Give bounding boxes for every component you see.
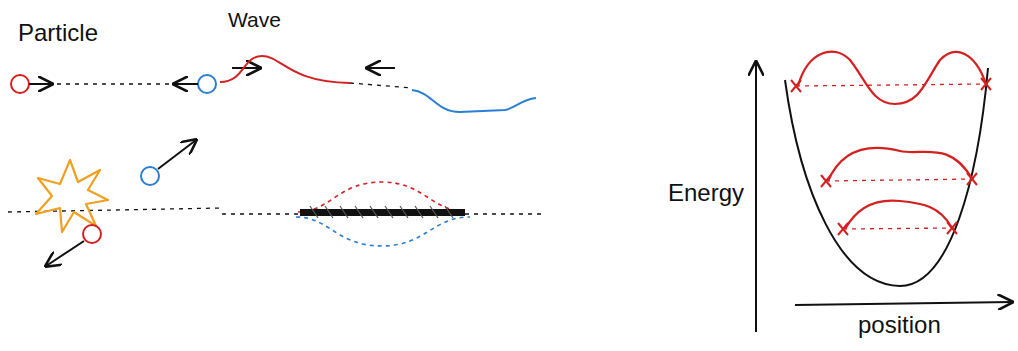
axis-label: position [858, 312, 941, 338]
motion-arrow [174, 83, 198, 85]
wavefunction [828, 148, 972, 181]
blue-pulse-ghost [296, 217, 470, 246]
energy-level [796, 84, 988, 86]
column-heading: Particle [18, 20, 98, 46]
hatching [310, 206, 453, 218]
particles-colliding [8, 140, 222, 266]
column-heading: Wave [228, 8, 281, 31]
potential-well-plot [756, 52, 1012, 332]
blue-pulse [412, 90, 536, 112]
flat-sum [300, 209, 465, 216]
direction-arrow [232, 67, 260, 69]
red-particle [83, 225, 101, 243]
wavefunction [845, 201, 952, 229]
energy-axis [755, 62, 757, 332]
direction-arrow [367, 67, 395, 69]
particles-approaching [11, 75, 216, 93]
baseline [350, 83, 412, 88]
potential-curve [785, 68, 988, 286]
red-pulse-ghost [298, 182, 468, 212]
motion-arrow [29, 83, 52, 85]
turning-point-mark [791, 78, 991, 235]
waves-approaching [220, 56, 536, 112]
red-pulse [220, 56, 350, 83]
blue-particle [198, 75, 216, 93]
waves-cancelling [222, 182, 545, 246]
wavefunction [798, 52, 986, 104]
energy-level [843, 228, 954, 229]
baseline [30, 83, 196, 84]
energy-level [826, 179, 974, 181]
position-axis [795, 302, 1012, 305]
axis-label: Energy [668, 180, 744, 206]
motion-arrow [46, 241, 84, 266]
red-particle [11, 75, 29, 93]
blue-particle [141, 167, 159, 185]
motion-arrow [158, 140, 196, 169]
collision-burst [36, 160, 108, 232]
